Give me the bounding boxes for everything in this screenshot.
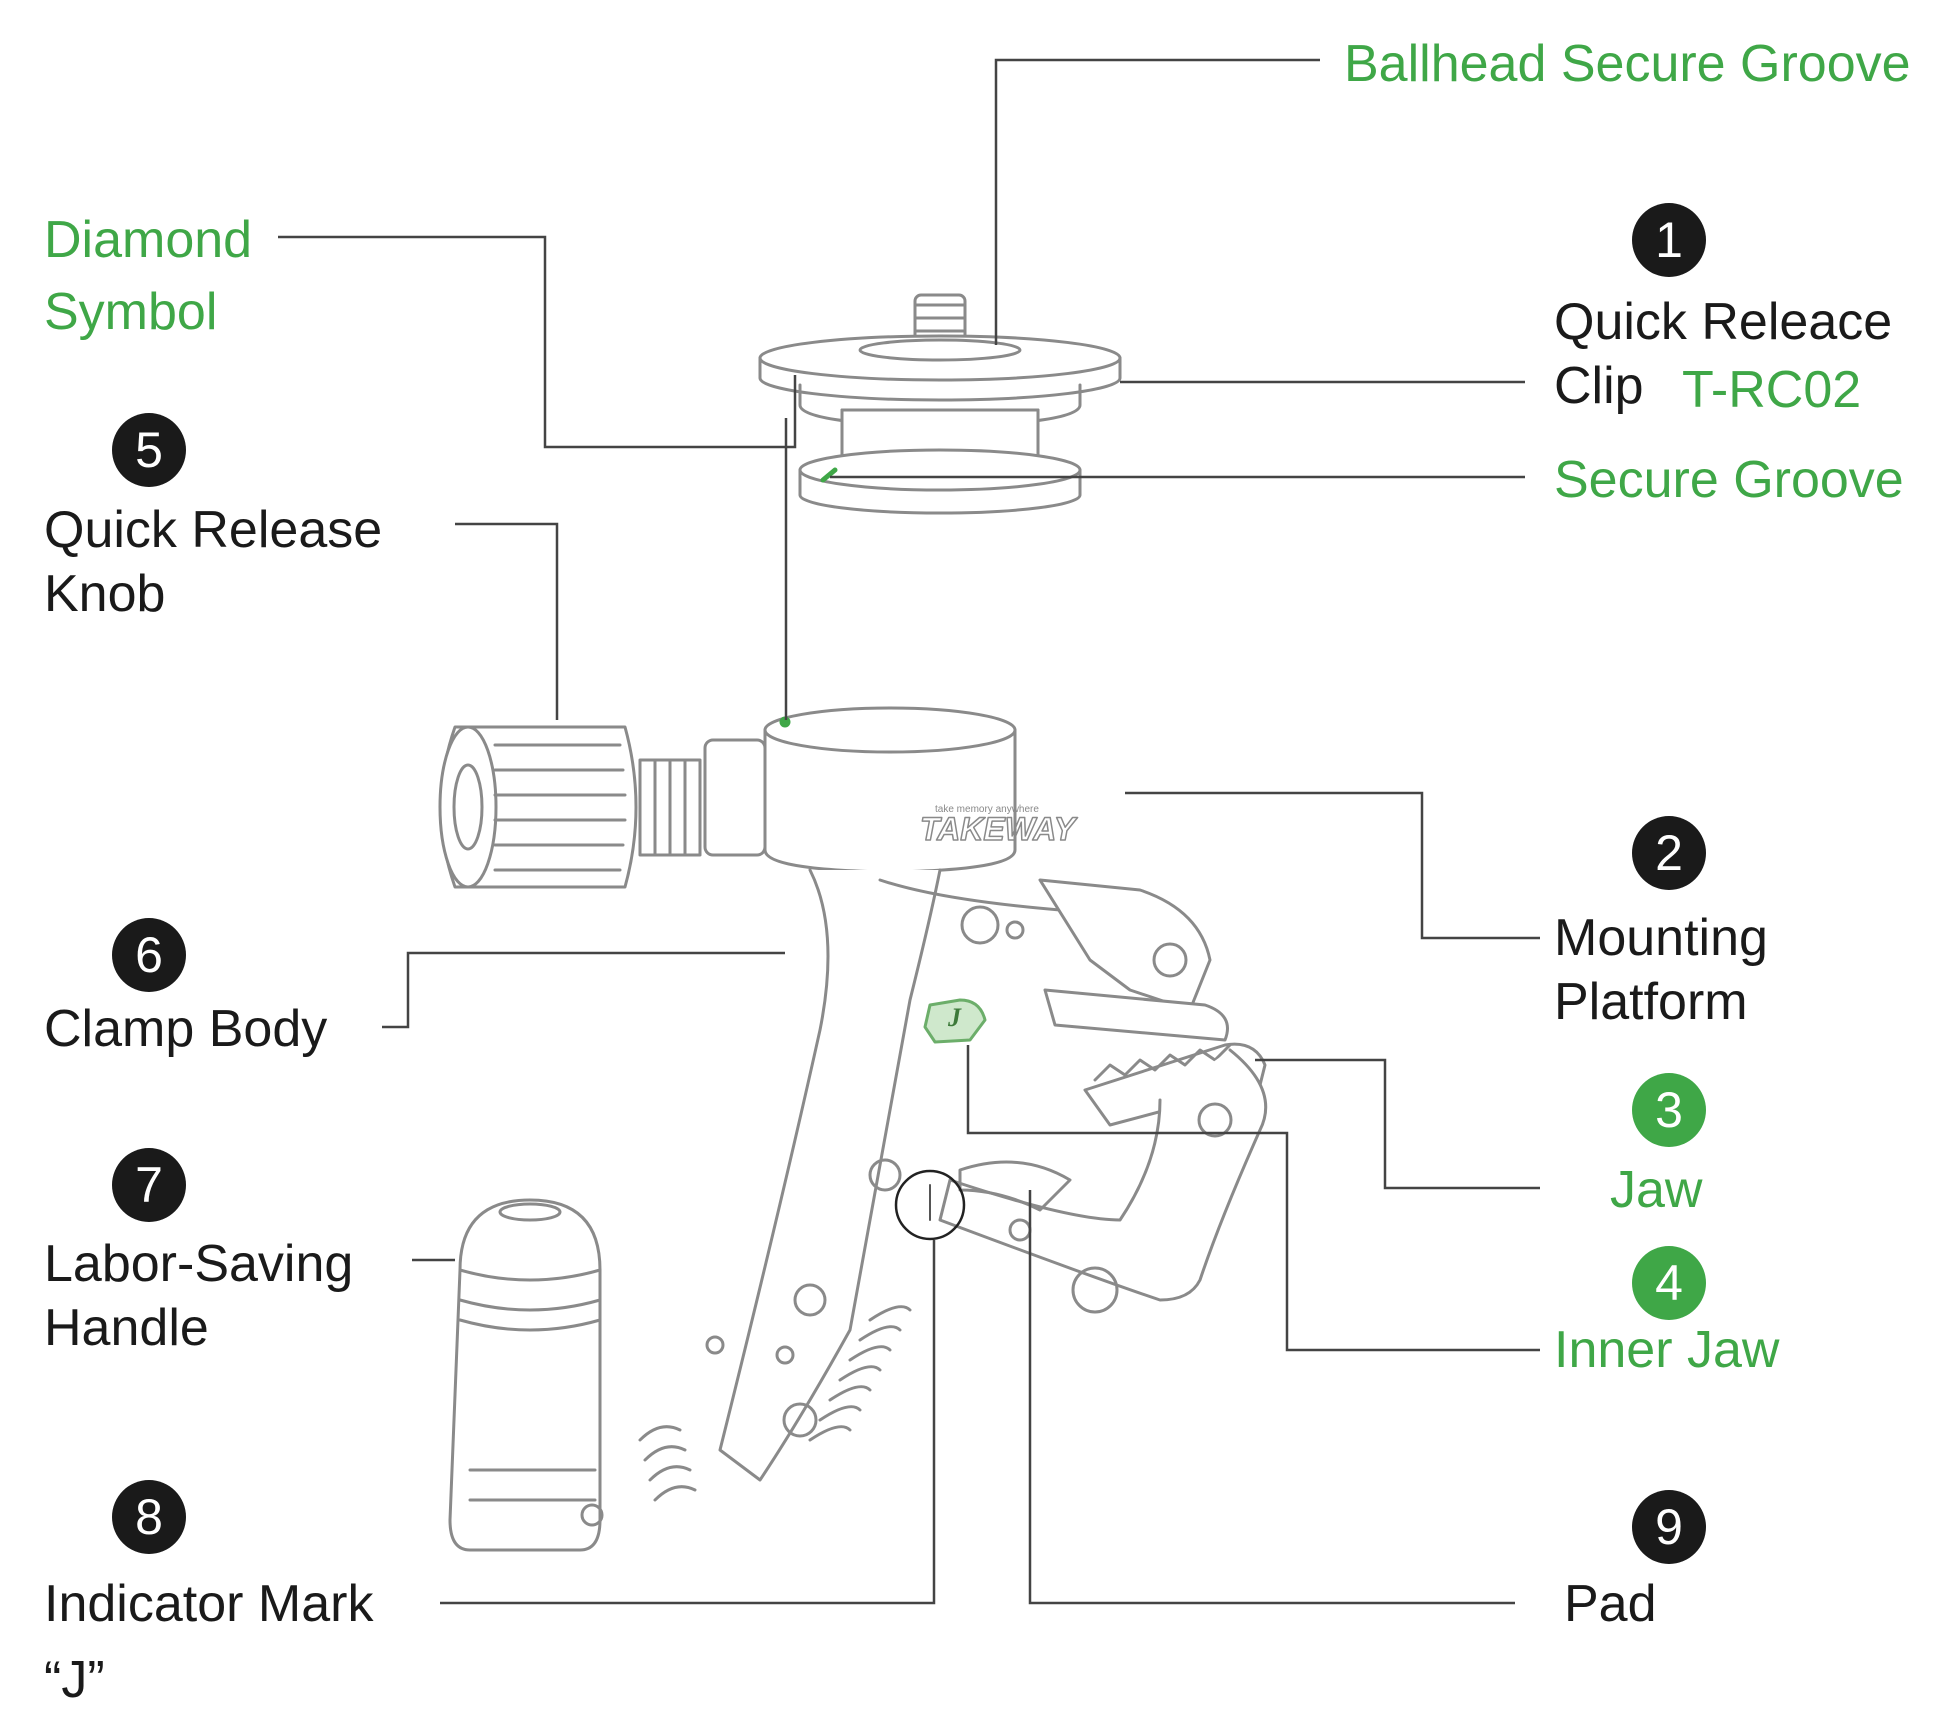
label-pad: Pad [1564, 1575, 1657, 1633]
leader-clamp-body [382, 951, 785, 1029]
labor-saving-handle-drawing [448, 1198, 604, 1552]
label-jaw: Jaw [1610, 1161, 1703, 1219]
quick-release-clip-drawing [758, 293, 1122, 515]
label-indicator-mark-line1: Indicator Mark [44, 1575, 374, 1633]
label-quick-release-knob-line1: Quick Release [44, 501, 383, 559]
badge-4: 4 [1632, 1246, 1706, 1320]
label-quick-release-knob-line2: Knob [44, 565, 166, 623]
label-model-number: T-RC02 [1682, 361, 1862, 419]
leader-jaw [1255, 1058, 1540, 1190]
badge-7: 7 [112, 1148, 186, 1222]
badge-5: 5 [112, 413, 186, 487]
badge-9: 9 [1632, 1490, 1706, 1564]
mounting-platform-drawing [763, 706, 1017, 874]
indicator-j-glyph: J [948, 1003, 961, 1032]
badge-2: 2 [1632, 816, 1706, 890]
label-diamond-symbol-line1: Diamond [44, 211, 253, 269]
label-quick-release-clip-line2: Clip [1554, 357, 1644, 415]
label-clamp-body: Clamp Body [44, 1000, 328, 1058]
badge-6: 6 [112, 918, 186, 992]
clamp-body-drawing [705, 868, 1268, 1482]
badge-3: 3 [1632, 1073, 1706, 1147]
indicator-j-badge [923, 998, 987, 1044]
badge-8: 8 [112, 1480, 186, 1554]
label-diamond-symbol-line2: Symbol [44, 283, 218, 341]
leader-ballhead-secure-groove [994, 58, 1320, 345]
label-inner-jaw: Inner Jaw [1554, 1321, 1780, 1379]
leader-mounting-platform [1125, 791, 1540, 940]
label-mounting-platform-line1: Mounting [1554, 909, 1768, 967]
brand-logo: TAKEWAY [920, 811, 1078, 847]
leader-inner-jaw [966, 1045, 1540, 1352]
leader-indicator-mark [440, 1240, 936, 1605]
label-labor-saving-handle-line1: Labor-Saving [44, 1235, 354, 1293]
label-mounting-platform-line2: Platform [1554, 973, 1748, 1031]
quick-release-knob-drawing [438, 725, 767, 889]
leader-quick-release-knob [455, 522, 559, 720]
leader-pad [1028, 1190, 1515, 1605]
leader-diamond-symbol [278, 235, 797, 449]
spring-drawing [638, 1305, 912, 1502]
brand-tagline: take memory anywhere [935, 804, 1039, 815]
label-indicator-mark-line2: “J” [44, 1651, 105, 1709]
label-ballhead-secure-groove: Ballhead Secure Groove [1344, 35, 1911, 93]
badge-1: 1 [1632, 203, 1706, 277]
label-secure-groove: Secure Groove [1554, 451, 1904, 509]
leader-lines [278, 58, 1540, 1605]
label-quick-release-clip-line1: Quick Releace [1554, 293, 1893, 351]
label-labor-saving-handle-line2: Handle [44, 1299, 209, 1357]
